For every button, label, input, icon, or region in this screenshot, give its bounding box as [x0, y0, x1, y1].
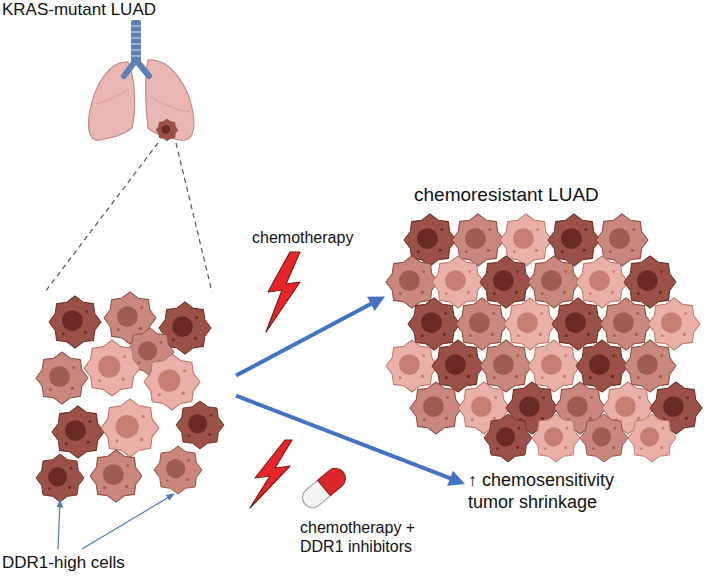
resistant-cluster	[576, 256, 628, 308]
tumor-cluster	[154, 446, 202, 494]
tumor-cluster	[144, 354, 200, 410]
lung-figure: KRAS-mutant LUAD	[0, 0, 200, 143]
resistant-cluster	[480, 256, 532, 308]
tumor-cluster	[52, 406, 104, 458]
node-text: chemoresistant LUAD	[414, 184, 599, 207]
tumor-cluster	[176, 401, 224, 449]
tumor-cluster	[49, 296, 101, 348]
tumor-cluster	[36, 292, 224, 502]
arrow-line	[236, 302, 374, 375]
resistant-cluster	[386, 340, 438, 392]
resistant-cluster	[386, 256, 438, 308]
resistant-cluster	[484, 414, 532, 462]
resistant-cluster	[456, 298, 508, 350]
resistant-cluster	[552, 298, 604, 350]
outcome-text: ↑ chemosensitivity tumor shrinkage	[468, 470, 658, 526]
resistant-cluster	[410, 382, 462, 434]
lobe-line	[96, 90, 128, 104]
lightning-bolt	[266, 252, 300, 332]
free-label: chemotherapy	[252, 228, 353, 247]
trachea	[131, 20, 141, 62]
resistant-cluster	[580, 414, 628, 462]
free-label: chemotherapy + DDR1 inhibitors	[300, 518, 440, 556]
resistant-cluster	[528, 340, 580, 392]
zoom-line	[45, 143, 158, 292]
cell-cluster: chemoresistant LUAD	[388, 182, 713, 468]
bronchi	[124, 60, 149, 76]
tumor-cluster	[36, 454, 84, 502]
lung-right	[146, 60, 194, 140]
resistant-cluster	[600, 298, 652, 350]
tumor-cluster	[90, 450, 142, 502]
resistant-cluster	[648, 298, 700, 350]
lungs	[88, 20, 193, 141]
leader-arrows	[58, 494, 174, 549]
node-text: KRAS-mutant LUAD	[2, 0, 156, 20]
cell-cluster: DDR1-high cells	[0, 292, 230, 580]
node-text: DDR1-high cells	[2, 553, 125, 573]
node-text: ↑ chemosensitivity tumor shrinkage	[468, 470, 643, 513]
zoom-line	[176, 143, 212, 292]
arrowhead	[447, 471, 465, 486]
arrowhead	[367, 296, 385, 311]
pill	[318, 464, 350, 495]
connector	[45, 143, 212, 292]
pill	[298, 464, 349, 511]
leader-arrows	[58, 500, 60, 549]
lightning-bolt	[250, 440, 292, 508]
resistant-cluster	[624, 340, 676, 392]
resistant-cluster	[528, 256, 580, 308]
resistant-cluster	[532, 414, 580, 462]
lobe-line	[150, 96, 190, 112]
tumor	[156, 119, 178, 141]
tumor-cluster	[36, 352, 88, 404]
resistant-cluster	[504, 298, 556, 350]
leader-arrows	[82, 494, 174, 549]
tumor-cluster	[101, 399, 159, 457]
connector	[236, 396, 465, 486]
tumor-cluster	[84, 340, 140, 396]
arrow-line	[236, 396, 454, 480]
resistant-cluster	[386, 214, 702, 462]
connector	[236, 296, 385, 375]
resistant-cluster	[624, 256, 676, 308]
resistant-cluster	[432, 256, 484, 308]
resistant-cluster	[576, 340, 628, 392]
resistant-cluster	[480, 340, 532, 392]
resistant-cluster	[408, 298, 460, 350]
trachea-rings	[131, 26, 141, 56]
resistant-cluster	[628, 414, 676, 462]
resistant-cluster	[432, 340, 484, 392]
